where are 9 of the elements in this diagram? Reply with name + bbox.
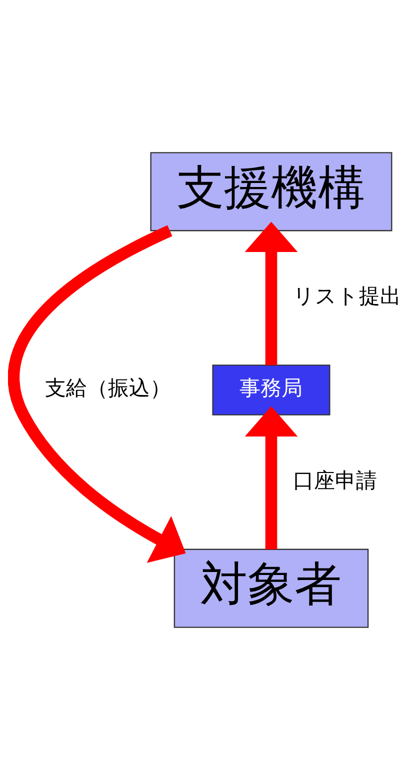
edge-label: 口座申請: [293, 468, 378, 492]
node-box: 対象者: [174, 548, 369, 628]
edge-label: 支給（振込）: [45, 376, 172, 400]
node-box: 事務局: [212, 364, 330, 416]
edge-label: リスト提出: [293, 284, 402, 308]
node-box: 支援機構: [150, 152, 392, 232]
arrow: [8, 225, 186, 563]
arrow: [244, 222, 298, 366]
arrow: [244, 406, 298, 550]
